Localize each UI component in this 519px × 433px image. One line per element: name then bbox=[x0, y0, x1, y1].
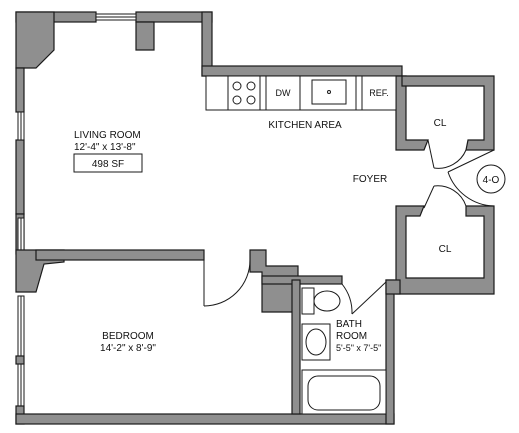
closet-bottom-walls bbox=[395, 205, 495, 295]
living-room-label: LIVING ROOM bbox=[74, 130, 141, 141]
wall-kitchen-back bbox=[201, 65, 403, 77]
closet-bottom-label: CL bbox=[439, 244, 452, 255]
bath-fixtures bbox=[301, 287, 387, 415]
foyer-label: FOYER bbox=[353, 174, 387, 185]
wall-bath-door-jamb bbox=[385, 279, 401, 295]
burner-icon bbox=[246, 95, 256, 105]
exterior-walls bbox=[15, 11, 403, 425]
living-room-area: 498 SF bbox=[92, 159, 124, 170]
labels: LIVING ROOM 12'-4" x 13'-8" 498 SF DW RE… bbox=[74, 88, 500, 354]
bath-label-line1: BATH bbox=[336, 319, 362, 330]
wall-left-mid bbox=[15, 139, 25, 215]
wall-left-low bbox=[15, 355, 25, 365]
interior-walls bbox=[35, 75, 495, 425]
drain-icon bbox=[327, 90, 331, 94]
wall-top-right bbox=[135, 11, 213, 23]
kitchen-area-label: KITCHEN AREA bbox=[268, 120, 342, 131]
closet-top-walls bbox=[395, 75, 429, 151]
burner-icon bbox=[232, 95, 242, 105]
column-top-right bbox=[135, 21, 155, 51]
kitchen-counter bbox=[205, 75, 397, 111]
wall-bath-right bbox=[385, 279, 395, 425]
living-room-dims: 12'-4" x 13'-8" bbox=[74, 142, 136, 153]
bedroom-label: BEDROOM bbox=[102, 331, 154, 342]
unit-tag-label: 4-O bbox=[483, 175, 500, 186]
area-box bbox=[73, 153, 143, 173]
bedroom-dims: 14'-2" x 8'-9" bbox=[100, 343, 156, 354]
wall-bottom bbox=[15, 413, 395, 425]
range bbox=[227, 75, 261, 111]
toilet-tank bbox=[301, 287, 315, 315]
refrigerator bbox=[361, 75, 397, 111]
bath-sink bbox=[305, 328, 327, 356]
refrigerator-label: REF. bbox=[369, 88, 389, 98]
column-top-left bbox=[15, 11, 55, 69]
wall-bedroom-top bbox=[35, 249, 205, 261]
wall-bedroom-bath bbox=[291, 279, 301, 415]
wall-bath-top bbox=[261, 275, 343, 285]
closet-top-right-walls bbox=[401, 75, 495, 151]
bathtub-basin bbox=[307, 375, 381, 411]
bath-dims: 5'-5" x 7'-5" bbox=[336, 343, 381, 353]
unit-tag-circle bbox=[476, 164, 506, 194]
closet-top-label: CL bbox=[434, 118, 447, 129]
toilet-bowl bbox=[313, 290, 341, 312]
wall-left-upper bbox=[15, 67, 25, 113]
burner-icon bbox=[232, 81, 242, 91]
bath-label-line2: ROOM bbox=[336, 331, 367, 342]
doors bbox=[203, 139, 495, 315]
burner-icon bbox=[246, 81, 256, 91]
dishwasher-label: DW bbox=[276, 88, 291, 98]
